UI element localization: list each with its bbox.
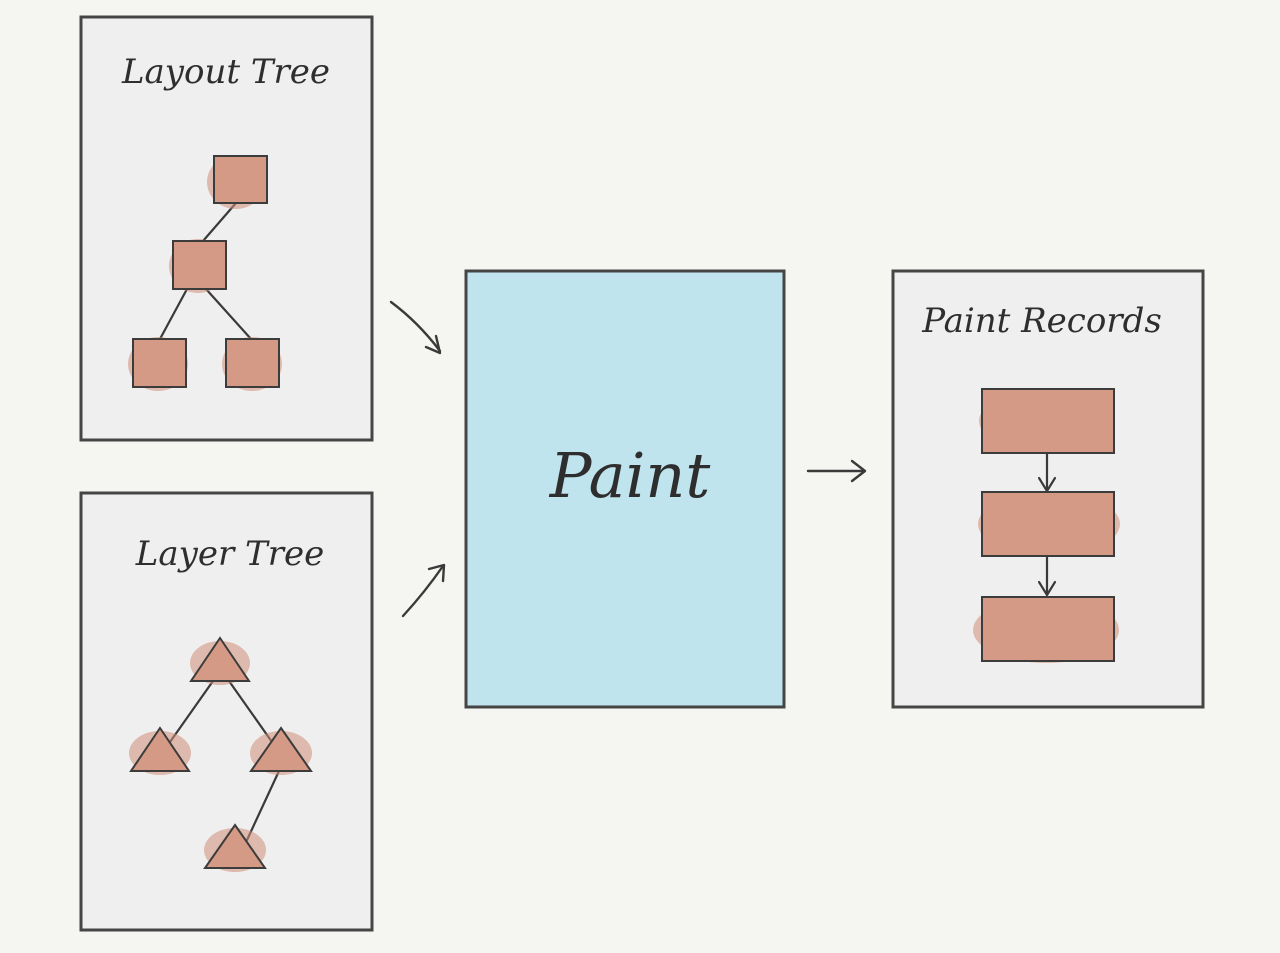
layer-tree-node bbox=[189, 636, 251, 685]
layout-tree-node bbox=[169, 239, 227, 293]
paint-title: Paint bbox=[549, 439, 711, 512]
record-arrow bbox=[1037, 555, 1057, 598]
arrow-paint-to-records bbox=[806, 459, 867, 483]
arrow-layer-to-paint bbox=[401, 563, 446, 618]
layout-tree-edge bbox=[201, 201, 238, 243]
arrow-layout-to-paint bbox=[389, 300, 442, 355]
layer-tree-edge bbox=[245, 769, 281, 842]
layout-tree-node bbox=[222, 337, 282, 391]
paint-record bbox=[979, 388, 1115, 454]
layer-tree-node bbox=[249, 726, 313, 775]
paint-stage: Paint bbox=[464, 269, 786, 709]
paint-record bbox=[973, 596, 1119, 663]
layout-tree-edge bbox=[204, 287, 253, 341]
paint-box bbox=[464, 269, 786, 709]
layout-tree-panel: Layout Tree bbox=[79, 15, 374, 442]
layout-tree-node bbox=[207, 155, 268, 209]
layout-tree-node bbox=[128, 337, 188, 391]
paint-records-panel: Paint Records bbox=[891, 269, 1205, 709]
layer-tree-node bbox=[129, 726, 191, 775]
layer-tree-title: Layer Tree bbox=[135, 534, 324, 574]
layer-tree-edge bbox=[227, 679, 274, 744]
layer-tree-node bbox=[203, 823, 267, 872]
layer-tree-panel: Layer Tree bbox=[79, 491, 374, 932]
layer-tree-edge bbox=[168, 679, 215, 744]
paint-record bbox=[978, 491, 1120, 557]
layout-tree-edge bbox=[158, 287, 189, 341]
paint-records-title: Paint Records bbox=[921, 301, 1162, 341]
layout-tree-title: Layout Tree bbox=[121, 52, 330, 92]
